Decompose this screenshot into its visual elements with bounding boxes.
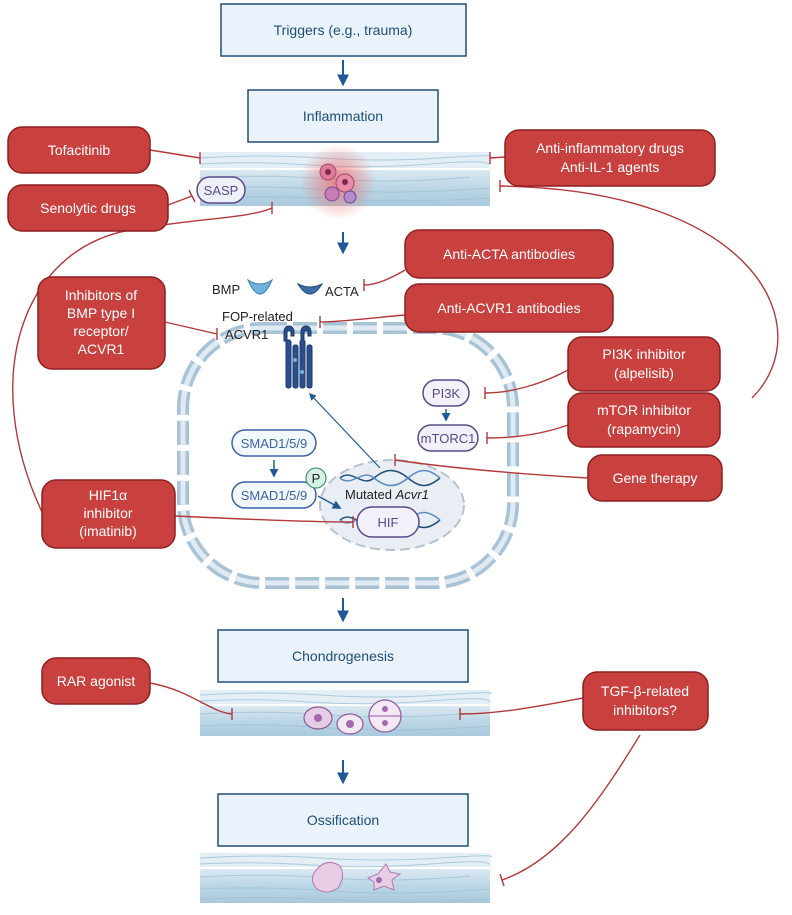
- stage-ossification-label: Ossification: [307, 812, 379, 828]
- drug-hif-inhibitor: HIF1α inhibitor (imatinib): [41, 479, 176, 549]
- drug-hif-label-3: (imatinib): [79, 523, 137, 539]
- drug-hif-label-2: inhibitor: [83, 505, 132, 521]
- drug-anti-acta: Anti-ACTA antibodies: [404, 229, 614, 279]
- drug-anti-acta-label: Anti-ACTA antibodies: [443, 246, 575, 262]
- inhibit-bmp-receptor: [164, 321, 218, 335]
- drug-bmp-label-2: BMP type I: [67, 305, 135, 321]
- sasp-node: SASP: [196, 176, 246, 204]
- hif-label: HIF: [378, 515, 399, 530]
- drug-tgf-label-1: TGF-β-related: [601, 683, 689, 699]
- drug-bmp-label-4: ACVR1: [78, 341, 125, 357]
- fop-label-line1: FOP-related: [222, 309, 293, 324]
- bmp-label: BMP: [212, 282, 240, 297]
- immune-cells: [319, 163, 357, 204]
- drug-pi3k-label-1: PI3K inhibitor: [602, 346, 686, 362]
- drug-anti-inflammatory: Anti-inflammatory drugs Anti-IL-1 agents: [504, 129, 716, 187]
- tissue-ossification: [199, 853, 492, 903]
- mtorc1-label: mTORC1: [421, 431, 476, 446]
- sasp-label: SASP: [204, 183, 239, 198]
- inhibit-mtor-inflammation: [499, 185, 779, 399]
- drug-tofacitinib: Tofacitinib: [7, 126, 151, 174]
- drug-gene-therapy: Gene therapy: [587, 454, 723, 502]
- inhibit-mtor: [486, 424, 569, 439]
- mutated-gene-label: Mutated Acvr1: [345, 487, 429, 502]
- drug-mtor-inhibitor: mTOR inhibitor (rapamycin): [567, 392, 721, 448]
- drug-anti-inflammatory-label-1: Anti-inflammatory drugs: [536, 140, 684, 156]
- tissue-inflammation: [199, 144, 492, 220]
- smad-label-2: SMAD1/5/9: [241, 488, 307, 503]
- inhibit-anti-inflammatory: [489, 156, 506, 159]
- phosphate-icon: [305, 467, 327, 489]
- inhibition-lines: [12, 149, 779, 887]
- arrow-smad-nucleus: [317, 495, 342, 509]
- drug-pi3k-inhibitor: PI3K inhibitor (alpelisib): [567, 336, 721, 392]
- chondrocytes: [303, 699, 402, 735]
- drug-mtor-label-1: mTOR inhibitor: [597, 402, 691, 418]
- inhibit-tofacitinib: [149, 149, 201, 159]
- cell-membrane: [177, 322, 519, 589]
- bmp-icon: [246, 278, 274, 295]
- stage-chondrogenesis-label: Chondrogenesis: [292, 648, 394, 664]
- smad-phosphorylated: SMAD1/5/9 P: [231, 467, 327, 509]
- inhibit-anti-acvr1: [319, 314, 406, 323]
- inhibit-tgf: [459, 697, 584, 715]
- drug-anti-inflammatory-label-2: Anti-IL-1 agents: [561, 159, 660, 175]
- drug-hif-label-1: HIF1α: [89, 487, 127, 503]
- drug-tgf-beta-inhibitor: TGF-β-related inhibitors?: [582, 671, 709, 731]
- acta-ligand: ACTA: [296, 282, 359, 299]
- inhibit-anti-acta: [363, 269, 406, 286]
- fop-label-line2: ACVR1: [225, 327, 268, 342]
- drug-rar-agonist: RAR agonist: [41, 657, 151, 705]
- pi3k-node: PI3K: [422, 379, 470, 407]
- pi3k-label: PI3K: [432, 386, 461, 401]
- drug-gene-therapy-label: Gene therapy: [613, 470, 698, 486]
- stage-triggers-label: Triggers (e.g., trauma): [274, 22, 413, 38]
- arrow-nucleus-receptor: [309, 392, 381, 469]
- stage-chondrogenesis: Chondrogenesis: [217, 629, 469, 683]
- stage-triggers: Triggers (e.g., trauma): [220, 3, 467, 57]
- drug-tgf-label-2: inhibitors?: [613, 702, 677, 718]
- phosphate-label: P: [312, 471, 321, 486]
- acta-icon: [296, 282, 324, 295]
- drug-bmp-label-1: Inhibitors of: [65, 287, 137, 303]
- osteocytes: [312, 862, 402, 893]
- inhibit-tgf-ossification: [501, 734, 641, 881]
- nucleus: Mutated Acvr1 HIF: [319, 459, 465, 551]
- drug-senolytic-label: Senolytic drugs: [40, 200, 136, 216]
- drug-anti-acvr1-label: Anti-ACVR1 antibodies: [437, 300, 580, 316]
- inhibit-hif: [174, 515, 354, 523]
- inhibit-pi3k: [484, 369, 569, 394]
- drug-senolytic: Senolytic drugs: [7, 184, 169, 232]
- drug-mtor-label-2: (rapamycin): [607, 421, 681, 437]
- inhibit-hif-sasp: [12, 207, 273, 513]
- hif-pill: [356, 506, 420, 538]
- inhibit-senolytic: [167, 195, 193, 206]
- mtorc1-node: mTORC1: [417, 424, 479, 452]
- stage-inflammation: Inflammation: [247, 89, 439, 143]
- drug-rar-label: RAR agonist: [57, 673, 136, 689]
- acta-label: ACTA: [325, 284, 359, 299]
- bmp-ligand: BMP: [212, 278, 274, 297]
- stage-inflammation-label: Inflammation: [303, 108, 383, 124]
- inhibit-rar: [149, 682, 233, 715]
- acvr1-receptor-icon: [283, 325, 313, 389]
- smad-unphosphorylated: SMAD1/5/9: [231, 429, 317, 457]
- smad-label-1: SMAD1/5/9: [241, 436, 307, 451]
- drug-bmp-receptor-inhibitor: Inhibitors of BMP type I receptor/ ACVR1: [37, 276, 166, 370]
- tissue-chondrogenesis: [199, 690, 492, 736]
- drug-tofacitinib-label: Tofacitinib: [48, 142, 110, 158]
- stage-ossification: Ossification: [217, 793, 469, 847]
- inhibit-gene-therapy: [394, 459, 589, 479]
- drug-anti-acvr1: Anti-ACVR1 antibodies: [404, 283, 614, 333]
- drug-bmp-label-3: receptor/: [73, 323, 128, 339]
- drug-pi3k-label-2: (alpelisib): [614, 365, 674, 381]
